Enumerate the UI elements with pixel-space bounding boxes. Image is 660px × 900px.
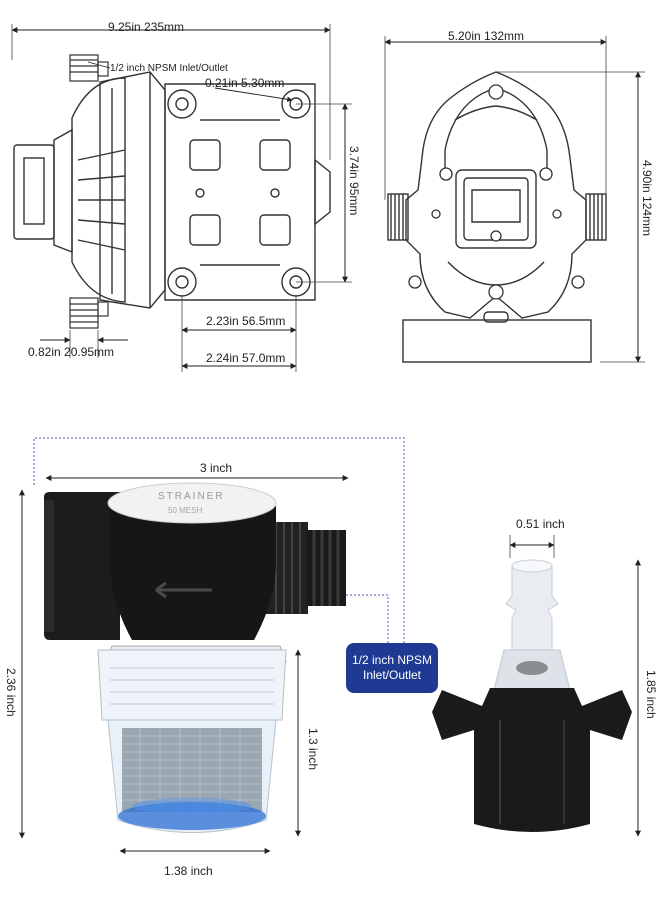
label-hole-spacing-height: 3.74in 95mm [347, 146, 361, 216]
pump-inlet-port [69, 54, 109, 82]
hose-barb-fitting [432, 559, 632, 832]
label-hole-spacing-w2: 2.24in 57.0mm [206, 351, 286, 365]
dimension-fitting-diameter [509, 535, 555, 558]
label-total-length: 9.25in 235mm [108, 20, 185, 34]
callout-dashed-bracket [33, 437, 405, 645]
label-strainer-height: 2.36 inch [4, 668, 18, 717]
port-callout-leader [87, 61, 111, 69]
hole-diameter-leader [214, 87, 293, 102]
strainer-mesh-text: 50 MESH [168, 506, 203, 515]
pump-front-view [387, 71, 607, 363]
dimension-hole-spacing-height [296, 103, 352, 283]
label-fitting-height: 1.85 inch [644, 670, 658, 719]
strainer-cap-text: STRAINER [158, 491, 225, 502]
pump-head [99, 71, 166, 309]
mounting-holes [167, 89, 311, 297]
label-port-callout: 1/2 inch NPSM Inlet/Outlet [110, 63, 228, 74]
pump-motor [13, 77, 126, 303]
pump-front-screws [408, 84, 585, 300]
dimension-hole-spacing-width [181, 296, 297, 372]
label-front-height: 4.90in 124mm [640, 160, 654, 237]
pump-outlet-port [69, 297, 109, 329]
callout-leader [306, 594, 389, 643]
label-strainer-width: 3 inch [200, 461, 233, 475]
port-callout-box: 1/2 inch NPSM Inlet/Outlet [346, 643, 438, 693]
label-fitting-diameter: 0.51 inch [516, 517, 565, 531]
mounting-plate [164, 83, 331, 301]
dimension-total-length [11, 24, 331, 160]
label-front-width: 5.20in 132mm [448, 29, 525, 43]
dimension-port-offset [40, 330, 128, 358]
label-hole-spacing-w1: 2.23in 56.5mm [206, 314, 286, 328]
label-port-offset: 0.82in 20.95mm [28, 345, 115, 359]
port-callout-line2: Inlet/Outlet [362, 668, 422, 682]
label-bowl-width: 1.38 inch [164, 864, 213, 878]
label-hole-diameter: 0.21in 5.30mm [205, 76, 285, 90]
dimension-front-width [384, 36, 607, 200]
dimension-front-height [496, 71, 645, 363]
label-bowl-height: 1.3 inch [306, 728, 320, 771]
port-callout-line1: 1/2 inch NPSM [351, 653, 433, 667]
strainer-body [44, 482, 346, 833]
